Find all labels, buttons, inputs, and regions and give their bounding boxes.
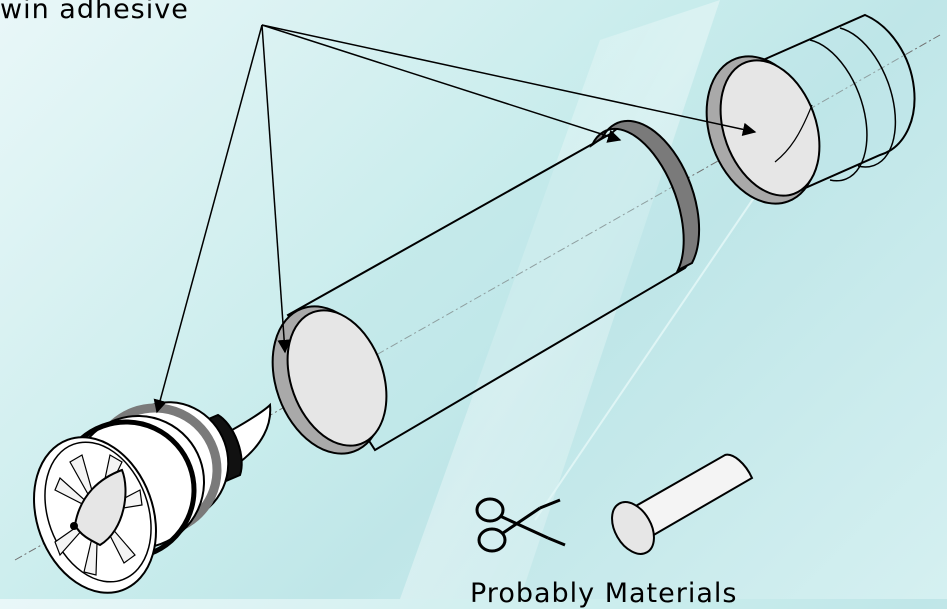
rear-duct-tube xyxy=(687,15,914,219)
materials-caption: Probably Materials xyxy=(470,578,737,609)
arrow-to-middle-rear xyxy=(262,25,620,140)
arrow-to-fan-band xyxy=(157,25,262,412)
fan-unit xyxy=(13,386,270,599)
adhesive-callout-label: win adhesive xyxy=(0,0,189,25)
material-rod xyxy=(603,455,752,562)
arrow-to-middle-front xyxy=(262,25,285,352)
